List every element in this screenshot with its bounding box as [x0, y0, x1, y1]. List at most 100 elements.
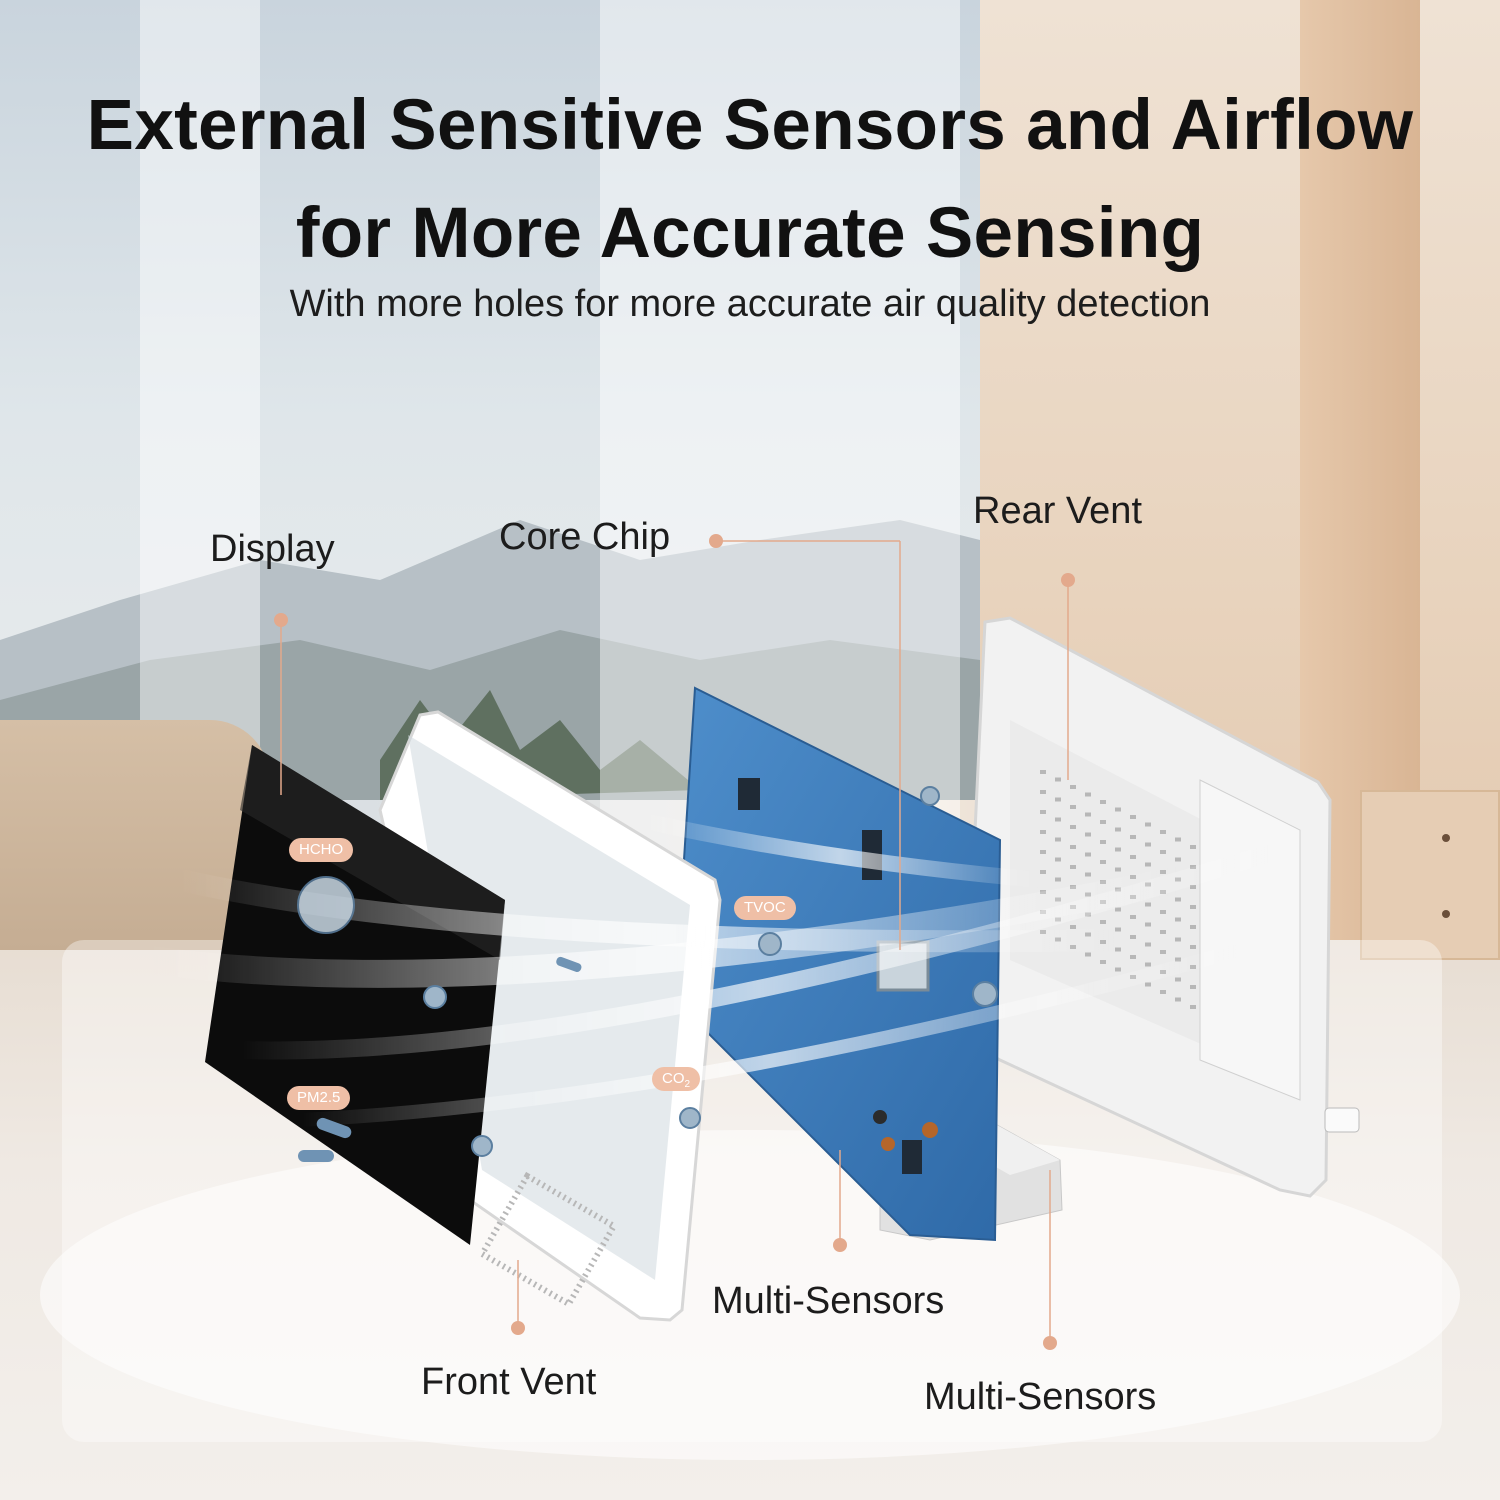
vent-hole: [1130, 835, 1136, 839]
vent-hole: [1115, 967, 1121, 972]
vent-hole: [1070, 845, 1076, 849]
vent-hole: [1130, 855, 1136, 859]
pcb-component: [738, 778, 760, 810]
vent-hole: [1040, 770, 1046, 774]
vent-hole: [1175, 957, 1181, 962]
virus-particle-large: [297, 876, 355, 934]
vent-hole: [1175, 977, 1181, 982]
vent-hole: [1160, 910, 1166, 914]
vent-hole: [1055, 857, 1061, 862]
callout-multi-sensors-base: Multi-Sensors: [924, 1376, 1157, 1418]
vent-hole: [1145, 962, 1151, 967]
vent-hole: [1115, 807, 1121, 812]
vent-hole: [1175, 917, 1181, 922]
vent-hole: [1040, 810, 1046, 814]
side-cabinet: [1360, 790, 1500, 960]
vent-hole: [1100, 920, 1106, 924]
vent-hole: [1190, 905, 1196, 909]
badge-pm25: PM2.5: [287, 1086, 351, 1110]
vent-hole: [1115, 907, 1121, 912]
badge-hcho: HCHO: [289, 838, 354, 862]
vent-hole: [1160, 830, 1166, 834]
front-vent-holes: [478, 1171, 618, 1309]
vent-hole: [1175, 997, 1181, 1002]
vent-hole: [1100, 840, 1106, 844]
vent-hole: [1085, 792, 1091, 797]
vent-hole: [1085, 832, 1091, 837]
badge-co2: CO2: [652, 1067, 701, 1091]
vent-hole: [1190, 925, 1196, 929]
vent-hole: [1085, 852, 1091, 857]
vent-hole: [1085, 872, 1091, 877]
vent-hole: [1160, 930, 1166, 934]
cabinet-knob: [1442, 834, 1450, 842]
badge-co2-subscript: 2: [684, 1079, 691, 1090]
badge-tvoc: TVOC: [734, 896, 796, 920]
vent-hole: [1100, 820, 1106, 824]
vent-hole: [1145, 942, 1151, 947]
vent-hole: [1055, 817, 1061, 822]
vent-hole: [1115, 827, 1121, 832]
pollutant-particles: [297, 786, 998, 1162]
vent-hole: [1055, 777, 1061, 782]
subheadline: With more holes for more accurate air qu…: [289, 283, 1211, 325]
vent-hole: [1145, 842, 1151, 847]
vent-hole: [1070, 865, 1076, 869]
vent-hole: [1175, 937, 1181, 942]
vent-hole: [1145, 862, 1151, 867]
headline-line-1: External Sensitive Sensors and Airflow: [86, 86, 1414, 165]
rear-port: [1324, 1107, 1360, 1133]
vent-hole: [1070, 785, 1076, 789]
vent-hole: [1055, 877, 1061, 882]
floor-rug: [40, 1130, 1460, 1460]
callout-front-vent: Front Vent: [421, 1361, 597, 1403]
headline-line-2: for More Accurate Sensing: [295, 194, 1205, 273]
vent-hole: [1100, 860, 1106, 864]
vent-hole: [1160, 950, 1166, 954]
vent-hole: [1130, 815, 1136, 819]
vent-hole: [1145, 822, 1151, 827]
pcb-capacitor: [873, 1110, 887, 1124]
vent-hole: [1070, 925, 1076, 929]
vent-hole: [1070, 825, 1076, 829]
vent-hole: [1190, 1005, 1196, 1009]
vent-hole: [1145, 922, 1151, 927]
vent-hole: [1175, 857, 1181, 862]
vent-hole: [1040, 830, 1046, 834]
vent-hole: [1085, 952, 1091, 957]
vent-hole: [1040, 790, 1046, 794]
airflow-streaks: [148, 812, 1283, 1127]
vent-hole: [1085, 812, 1091, 817]
callout-core-chip: Core Chip: [499, 516, 671, 558]
vent-hole: [1190, 885, 1196, 889]
vent-hole: [1130, 935, 1136, 939]
display-panel: [205, 745, 505, 1245]
vent-hole: [1145, 982, 1151, 987]
cabinet-knob: [1442, 910, 1450, 918]
vent-hole: [1100, 960, 1106, 964]
callout-rear-vent: Rear Vent: [973, 490, 1142, 532]
vent-hole: [1130, 955, 1136, 959]
vent-hole: [1070, 805, 1076, 809]
vent-hole: [1190, 845, 1196, 849]
vent-hole: [1190, 985, 1196, 989]
vent-hole: [1115, 847, 1121, 852]
vent-hole: [1160, 990, 1166, 994]
vent-hole: [1190, 945, 1196, 949]
sofa: [0, 720, 270, 950]
vent-hole: [1100, 800, 1106, 804]
vent-hole: [1145, 902, 1151, 907]
callout-multi-sensors-board: Multi-Sensors: [712, 1280, 945, 1322]
pcb-inductor: [881, 1137, 895, 1151]
pcb-inductor: [922, 1122, 938, 1138]
vent-hole: [1055, 797, 1061, 802]
vent-hole: [1040, 870, 1046, 874]
vent-hole: [1160, 850, 1166, 854]
vent-hole: [1055, 837, 1061, 842]
callout-leaders: [274, 534, 1075, 1350]
vent-hole: [1115, 867, 1121, 872]
vent-hole: [1175, 837, 1181, 842]
callout-display: Display: [210, 528, 335, 570]
badge-co2-main: CO: [662, 1070, 685, 1087]
